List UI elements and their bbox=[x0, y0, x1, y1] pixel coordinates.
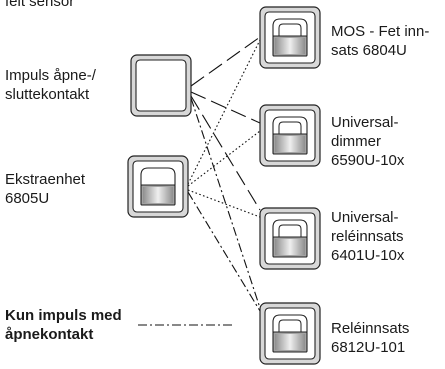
line-impuls-to-universal-relay bbox=[190, 95, 261, 211]
line-impuls-to-dimmer bbox=[190, 91, 261, 124]
universal-dimmer-device bbox=[259, 104, 321, 167]
line-impuls-to-relay-insert bbox=[190, 97, 261, 309]
universal-relay-label: Universal- reléinnsats 6401U-10x bbox=[331, 209, 405, 264]
line-extension-to-universal-relay bbox=[187, 189, 261, 218]
extension-unit-device bbox=[127, 155, 189, 218]
mos-fet-insert-device bbox=[259, 6, 321, 69]
line-extension-to-dimmer bbox=[187, 130, 261, 187]
line-extension-to-mos bbox=[187, 39, 261, 185]
impuls-switch-label: Impuls åpne-/ sluttekontakt bbox=[5, 67, 96, 103]
universal-dimmer-label: Universal- dimmer 6590U-10x bbox=[331, 114, 405, 169]
extension-unit-label: Ekstraenhet 6805U bbox=[5, 171, 86, 207]
line-extension-to-relay-insert bbox=[187, 191, 261, 312]
relay-insert-label: Reléinnsats 6812U-101 bbox=[331, 320, 410, 356]
line-impuls-to-mos bbox=[190, 36, 261, 87]
legend-label: Kun impuls med åpnekontakt bbox=[5, 307, 122, 343]
relay-insert-device bbox=[259, 302, 321, 365]
impuls-switch-device bbox=[130, 54, 192, 117]
mos-label: MOS - Fet inn- sats 6804U bbox=[331, 23, 430, 59]
universal-relay-insert-device bbox=[259, 207, 321, 270]
top-partial-label: felt sensor bbox=[5, 0, 75, 10]
